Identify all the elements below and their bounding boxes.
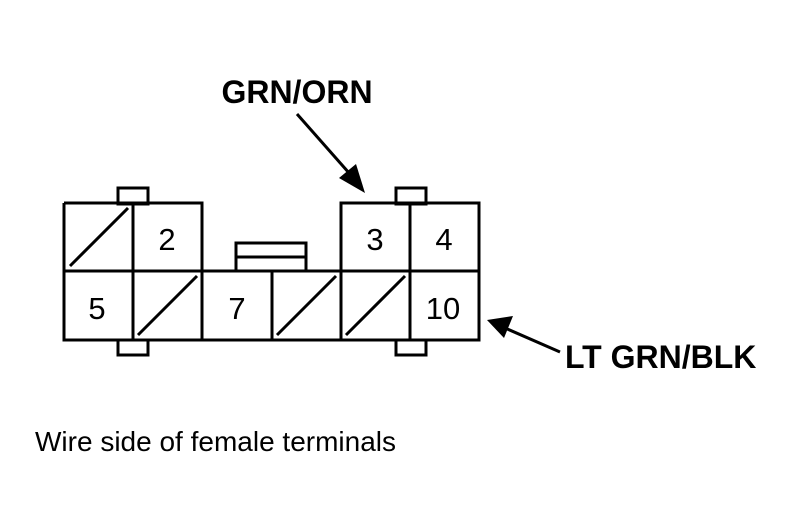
bottom-left-tab (116, 338, 150, 357)
wire-label-grn-orn: GRN/ORN (221, 74, 372, 110)
empty-cavity-9 (344, 274, 407, 337)
terminal-4: 4 (435, 222, 452, 257)
arrow-shaft-grn-orn (295, 113, 359, 183)
empty-cavity-1 (68, 206, 130, 268)
empty-cavity-8 (275, 274, 338, 337)
bottom-right-tab (394, 338, 428, 357)
terminal-2: 2 (158, 222, 175, 257)
arrow-head-grn-orn (339, 164, 365, 193)
wire-label-lt-grn-blk: LT GRN/BLK (565, 339, 756, 375)
terminal-5: 5 (88, 291, 105, 326)
arrow-head-lt-grn-blk (487, 316, 513, 338)
arrow-shaft-lt-grn-blk (504, 326, 561, 354)
empty-cavity-6 (136, 274, 199, 337)
terminal-10: 10 (426, 291, 460, 326)
caption: Wire side of female terminals (35, 426, 396, 457)
terminal-3: 3 (366, 222, 383, 257)
terminal-7: 7 (228, 291, 245, 326)
